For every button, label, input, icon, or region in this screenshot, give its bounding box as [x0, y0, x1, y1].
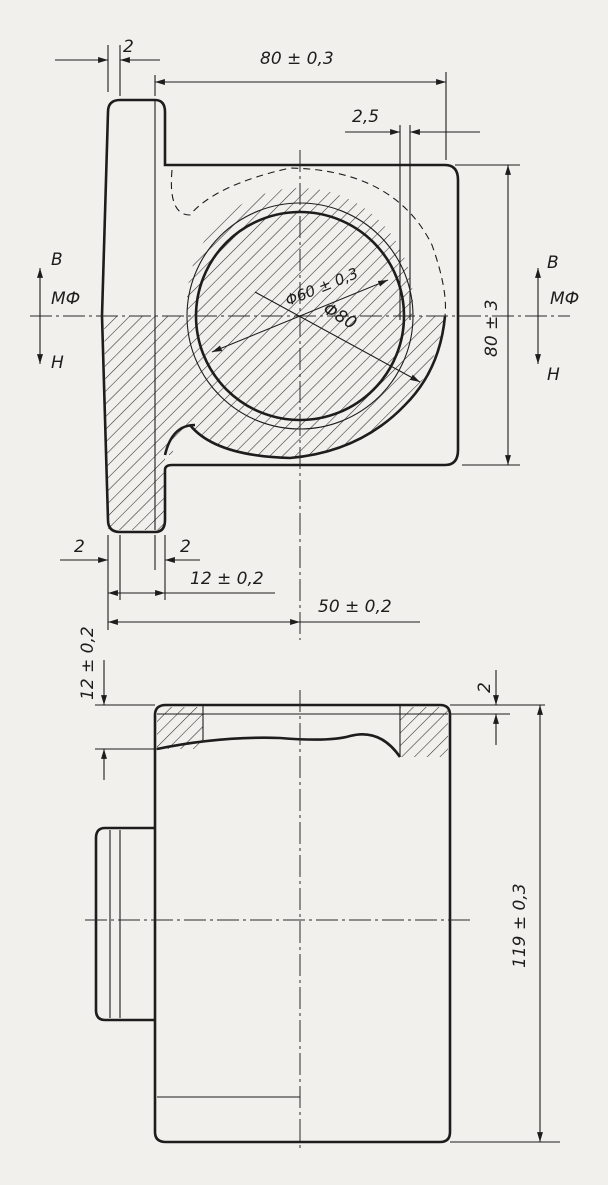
- section-hatch: [104, 188, 445, 530]
- dim-flange-top-label: 2: [123, 37, 134, 57]
- front-flange-tab: [94, 826, 155, 1022]
- dim-draft-label: 2: [475, 682, 495, 693]
- hidden-boss-contour: [170, 167, 446, 317]
- dim-left-a-label: 2: [74, 537, 85, 557]
- break-line: [156, 733, 402, 758]
- dim-width-label: 80 ± 0,3: [260, 49, 334, 69]
- parting-left-bottom: Н: [51, 353, 64, 373]
- parting-mark-right: В МФ Н: [535, 253, 579, 385]
- parting-mark-left: В МФ Н: [37, 250, 80, 373]
- dim-offset: 2,5: [345, 107, 480, 320]
- dim-draft: 2: [450, 670, 545, 745]
- dim-flange-thk-label: 12 ± 0,2: [190, 569, 264, 589]
- body-outline: [100, 98, 460, 534]
- dim-left-pair: 2 2: [60, 535, 200, 630]
- dim-rib-height: 12 ± 0,2: [78, 626, 157, 780]
- boss-outline: [188, 315, 447, 460]
- parting-right-mid: МФ: [550, 289, 579, 309]
- dim-center-distance: 50 ± 0,2: [108, 597, 420, 625]
- dim-length-label: 119 ± 0,3: [510, 883, 530, 968]
- dim-height-label: 80 ± 3: [482, 300, 502, 358]
- dim-flange-thickness: 12 ± 0,2: [108, 569, 275, 596]
- front-body-outline: [153, 703, 452, 1144]
- dim-flange-top: 2: [55, 37, 160, 96]
- parting-left-mid: МФ: [51, 289, 80, 309]
- parting-right-top: В: [547, 253, 559, 273]
- parting-left-top: В: [51, 250, 63, 270]
- dim-center-label: 50 ± 0,2: [318, 597, 392, 617]
- dim-width: 80 ± 0,3: [154, 49, 447, 160]
- dim-height: 80 ± 3: [455, 164, 520, 466]
- dim-offset-label: 2,5: [352, 107, 379, 127]
- rib-hatch-right: [400, 707, 448, 757]
- dim-length: 119 ± 0,3: [450, 705, 560, 1143]
- parting-right-bottom: Н: [547, 365, 560, 385]
- dim-rib-label: 12 ± 0,2: [78, 626, 98, 700]
- top-view: 2 80 ± 0,3 2,5 Φ60 ± 0,3 Φ80: [30, 37, 579, 640]
- front-view: 12 ± 0,2 2 119 ± 0,3: [78, 626, 560, 1150]
- dim-left-b-label: 2: [180, 537, 191, 557]
